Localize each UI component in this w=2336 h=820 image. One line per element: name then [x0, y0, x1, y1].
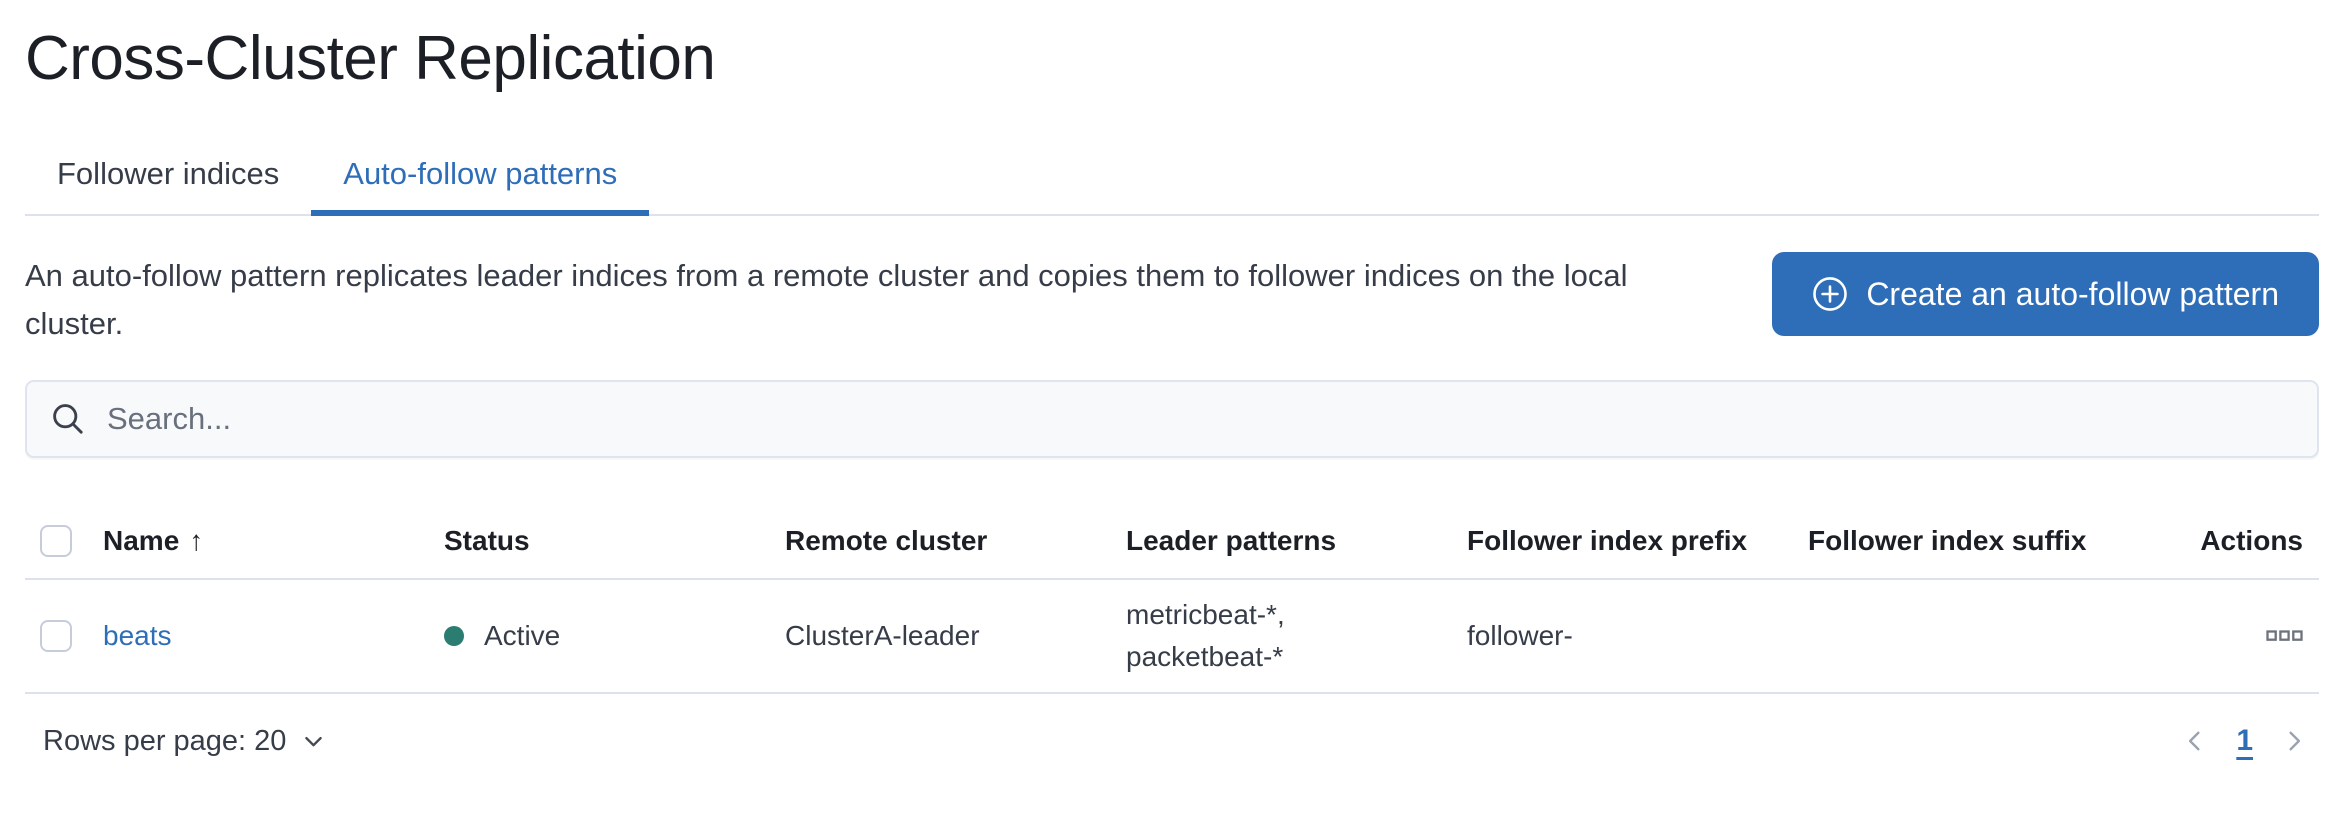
pattern-name-cell: beats: [89, 620, 430, 652]
intro-section: An auto-follow pattern replicates leader…: [25, 252, 2319, 348]
column-header-leader-patterns: Leader patterns: [1126, 525, 1337, 556]
pattern-name-link[interactable]: beats: [103, 620, 172, 651]
intro-description: An auto-follow pattern replicates leader…: [25, 258, 1628, 341]
table-row: beats Active ClusterA-leader metricbeat-…: [25, 580, 2319, 694]
select-all-checkbox[interactable]: [40, 525, 72, 557]
previous-page-button[interactable]: [2180, 726, 2210, 756]
page-number-1[interactable]: 1: [2236, 724, 2253, 757]
tab-auto-follow-patterns[interactable]: Auto-follow patterns: [311, 138, 650, 216]
pagination: 1: [2180, 724, 2309, 758]
tab-follower-indices[interactable]: Follower indices: [57, 156, 280, 191]
search-bar: [25, 380, 2319, 458]
chevron-right-icon: [2279, 726, 2309, 756]
auto-follow-patterns-table: Name ↑ Status Remote cluster Leader patt…: [25, 504, 2319, 694]
status-label: Active: [484, 620, 561, 651]
search-icon: [51, 402, 85, 436]
leader-pattern-line: packetbeat-*: [1126, 641, 1284, 672]
row-actions-button[interactable]: [2266, 629, 2303, 643]
row-actions-cell: [2135, 629, 2319, 643]
status-cell: Active: [430, 620, 771, 652]
rows-per-page-button[interactable]: Rows per page: 20: [43, 725, 327, 758]
column-header-follower-index-suffix: Follower index suffix: [1808, 525, 2087, 556]
boxes-horizontal-icon: [2266, 629, 2303, 643]
row-checkbox-cell: [25, 620, 89, 652]
column-header-status: Status: [444, 525, 530, 556]
table-footer: Rows per page: 20 1: [25, 694, 2319, 758]
leader-pattern-line: metricbeat-*,: [1126, 599, 1285, 630]
rows-per-page-label: Rows per page: 20: [43, 724, 287, 757]
select-row-checkbox[interactable]: [40, 620, 72, 652]
next-page-button[interactable]: [2279, 726, 2309, 756]
column-header-actions: Actions: [2200, 525, 2303, 556]
chevron-down-icon: [300, 728, 327, 755]
column-header-remote-cluster: Remote cluster: [785, 525, 988, 556]
table-header-row: Name ↑ Status Remote cluster Leader patt…: [25, 504, 2319, 580]
search-input[interactable]: [107, 401, 2293, 437]
create-button-label: Create an auto-follow pattern: [1866, 275, 2279, 312]
remote-cluster-cell: ClusterA-leader: [785, 620, 980, 651]
column-header-name-label: Name: [103, 525, 180, 556]
create-auto-follow-pattern-button[interactable]: Create an auto-follow pattern: [1772, 252, 2319, 336]
header-checkbox-cell: [25, 525, 89, 557]
tab-bar: Follower indices Auto-follow patterns: [25, 138, 2319, 216]
leader-patterns-cell: metricbeat-*, packetbeat-*: [1112, 594, 1453, 678]
page-title: Cross-Cluster Replication: [25, 24, 716, 93]
column-header-name[interactable]: Name ↑: [89, 525, 430, 557]
status-active-dot-icon: [444, 626, 464, 646]
sort-ascending-icon: ↑: [189, 525, 204, 556]
plus-in-circle-icon: [1812, 276, 1848, 312]
cross-cluster-replication-page: Cross-Cluster Replication Follower indic…: [0, 20, 2336, 820]
column-header-follower-index-prefix: Follower index prefix: [1467, 525, 1748, 556]
follower-index-prefix-cell: follower-: [1467, 620, 1573, 651]
chevron-left-icon: [2180, 726, 2210, 756]
